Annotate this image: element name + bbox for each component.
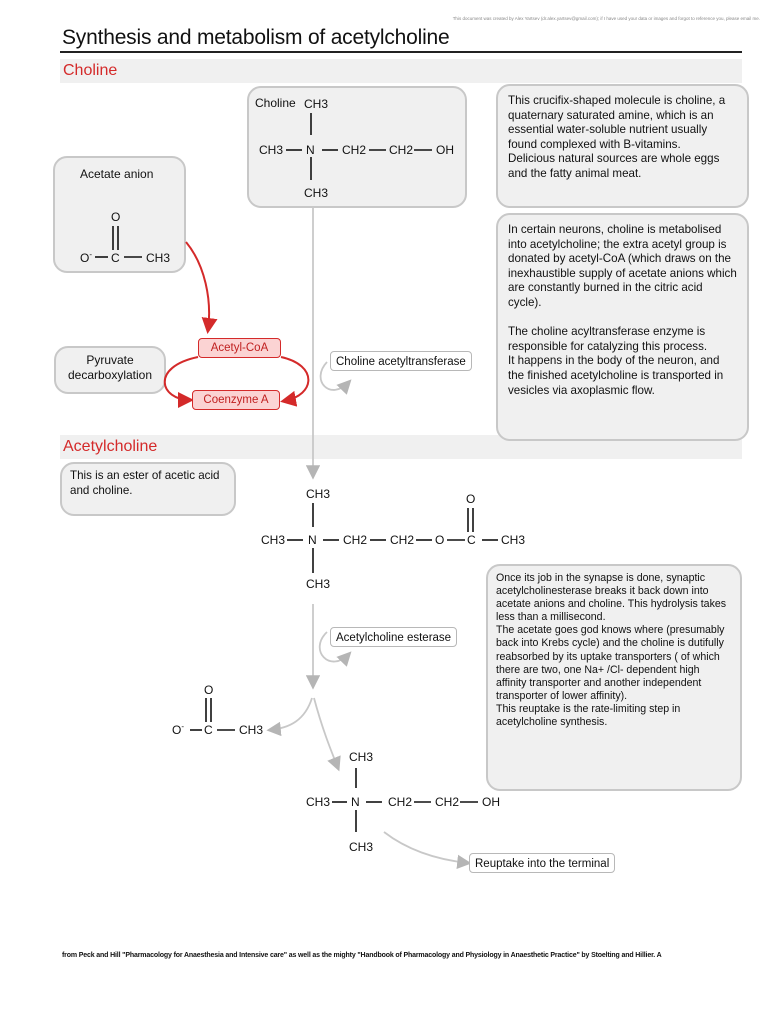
arrow-to-acetate-product (266, 697, 313, 737)
choline-product-nitrogen: N (351, 795, 360, 809)
footer-citation: from Peck and Hill "Pharmacology for Ana… (62, 952, 662, 959)
acetate-anion-box (53, 156, 186, 273)
choline-acetyltransferase-pill: Choline acetyltransferase (330, 351, 472, 371)
reuptake-pill: Reuptake into the terminal (469, 853, 616, 873)
ach-top-group: CH3 (306, 487, 331, 501)
acetylcholine-esterase-pill: Acetylcholine esterase (330, 627, 458, 647)
red-arrow-cycle-right (280, 356, 310, 407)
acetate-product-methyl: CH3 (239, 723, 264, 737)
choline-left-group: CH3 (259, 143, 284, 157)
red-arrow-cycle-left (163, 356, 199, 408)
ach-carbon: C (467, 533, 476, 547)
choline-product-top-group: CH3 (349, 750, 374, 764)
acetylcholine-bonds (287, 503, 498, 573)
section-band-choline: Choline (60, 59, 742, 83)
choline-product-bonds (332, 768, 478, 832)
acetate-product-oxygen-top: O (204, 683, 214, 697)
choline-chain1: CH2 (342, 143, 367, 157)
choline-nitrogen: N (306, 143, 315, 157)
acetate-methyl: CH3 (146, 251, 171, 265)
arrow-reuptake (383, 831, 472, 870)
curl-arrow-cat (319, 361, 352, 395)
arrow-to-choline-product (313, 697, 341, 772)
title-divider (60, 51, 742, 53)
red-arrow-acetate-to-acetylcoa (185, 241, 218, 334)
choline-bottom-group: CH3 (304, 186, 329, 200)
curl-arrow-ache (318, 631, 352, 667)
acetate-oxygen-left: O- (80, 250, 93, 265)
acetate-product-bonds (190, 698, 235, 731)
acetyl-coa-pill: Acetyl-CoA (198, 338, 281, 358)
section-heading-choline: Choline (63, 62, 118, 79)
acetate-anion-label: Acetate anion (80, 167, 154, 181)
acetate-bonds (95, 226, 142, 258)
choline-product-chain2: CH2 (435, 795, 460, 809)
credit-line: This document was created by Alex Yartse… (452, 16, 760, 21)
choline-product-end-group: OH (482, 795, 500, 809)
choline-product-bottom-group: CH3 (349, 840, 374, 854)
metabolism-description-note: In certain neurons, choline is metabolis… (496, 213, 749, 441)
acetate-product-carbon: C (204, 723, 213, 737)
ach-nitrogen: N (308, 533, 317, 547)
page-title: Synthesis and metabolism of acetylcholin… (62, 26, 450, 49)
choline-description-note: This crucifix-shaped molecule is choline… (496, 84, 749, 208)
pyruvate-label: Pyruvate decarboxylation (67, 353, 153, 382)
ach-chain2: CH2 (390, 533, 415, 547)
acetate-oxygen-top: O (111, 210, 121, 224)
ach-carbonyl-oxygen: O (466, 492, 476, 506)
ach-chain1: CH2 (343, 533, 368, 547)
choline-chain2: CH2 (389, 143, 414, 157)
ach-left-group: CH3 (261, 533, 286, 547)
coenzyme-a-pill: Coenzyme A (192, 390, 280, 410)
hydrolysis-description-note: Once its job in the synapse is done, syn… (486, 564, 742, 791)
choline-molecule-box (247, 86, 467, 208)
section-heading-acetylcholine: Acetylcholine (63, 438, 158, 455)
ester-description-note: This is an ester of acetic acid and chol… (60, 462, 236, 516)
acetate-product-oxygen-left: O- (172, 722, 185, 737)
choline-top-group: CH3 (304, 97, 329, 111)
choline-product-chain1: CH2 (388, 795, 413, 809)
ach-bottom-group: CH3 (306, 577, 331, 591)
choline-bonds (286, 113, 432, 180)
pyruvate-box (54, 346, 166, 394)
acetate-carbon: C (111, 251, 120, 265)
ach-methyl: CH3 (501, 533, 526, 547)
choline-molecule-label: Choline (255, 96, 296, 110)
ach-ester-oxygen: O (435, 533, 445, 547)
choline-end-group: OH (436, 143, 454, 157)
choline-product-left-group: CH3 (306, 795, 331, 809)
